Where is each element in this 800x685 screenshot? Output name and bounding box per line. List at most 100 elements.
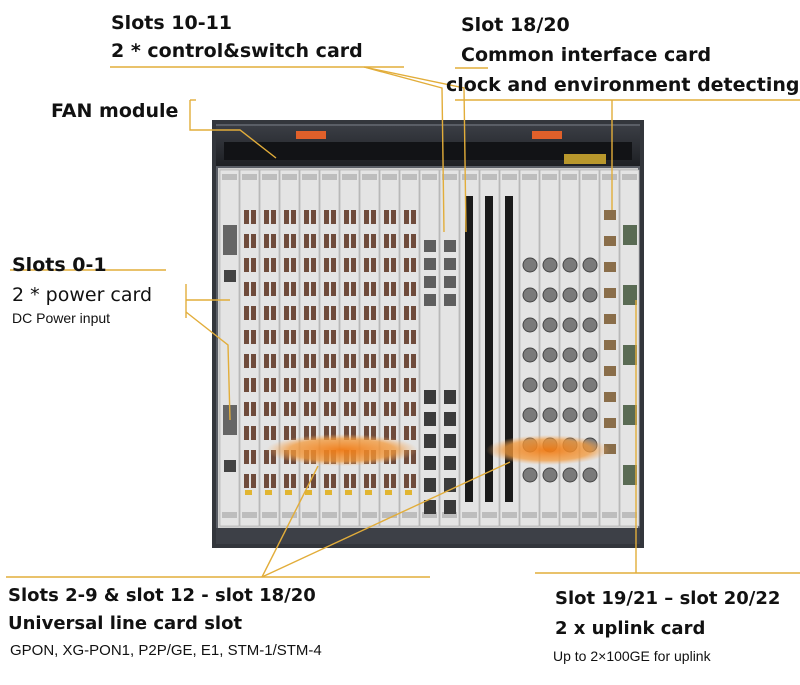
port (351, 330, 356, 344)
line-card-detail: GPON, XG-PON1, P2P/GE, E1, STM-1/STM-4 (10, 642, 322, 659)
power-connector (223, 225, 237, 255)
port (371, 282, 376, 296)
common-interface-detail: clock and environment detecting (446, 74, 800, 96)
optical-port (582, 287, 598, 303)
port (411, 402, 416, 416)
common-interface-title: Slot 18/20 (461, 14, 570, 36)
card-latch (362, 512, 377, 518)
port (304, 282, 309, 296)
port (391, 354, 396, 368)
status-led (285, 490, 292, 495)
port (371, 474, 376, 488)
port (364, 378, 369, 392)
port (391, 306, 396, 320)
port (391, 282, 396, 296)
port (351, 234, 356, 248)
optical-port (582, 377, 598, 393)
port (311, 210, 316, 224)
port (324, 474, 329, 488)
port (344, 210, 349, 224)
port (291, 234, 296, 248)
port (351, 210, 356, 224)
optical-port (542, 317, 558, 333)
optical-port (562, 467, 578, 483)
port (311, 474, 316, 488)
port (411, 234, 416, 248)
optical-port (542, 347, 558, 363)
optical-port (522, 257, 538, 273)
card-latch (542, 174, 557, 180)
port (251, 474, 256, 488)
port (284, 234, 289, 248)
port (384, 282, 389, 296)
port (371, 234, 376, 248)
optical-port (582, 347, 598, 363)
port (324, 330, 329, 344)
port (251, 354, 256, 368)
control-switch-title: Slots 10-11 (111, 12, 233, 34)
optical-port (562, 407, 578, 423)
optical-port (582, 257, 598, 273)
port (344, 354, 349, 368)
card-latch (482, 512, 497, 518)
port (371, 306, 376, 320)
card-latch (502, 174, 517, 180)
port (364, 402, 369, 416)
port (284, 282, 289, 296)
port (344, 282, 349, 296)
optical-port (522, 377, 538, 393)
port (364, 426, 369, 440)
port (404, 330, 409, 344)
card-latch (222, 512, 237, 518)
port (364, 282, 369, 296)
port (371, 330, 376, 344)
fan-module-title: FAN module (51, 100, 179, 122)
port (284, 426, 289, 440)
port (384, 426, 389, 440)
uplink-subtitle: 2 x uplink card (555, 618, 706, 639)
port (411, 450, 416, 464)
card-latch (302, 512, 317, 518)
mgmt-port (444, 258, 456, 270)
port (371, 258, 376, 272)
port (244, 426, 249, 440)
port (371, 210, 376, 224)
power-title: Slots 0-1 (12, 254, 107, 276)
port (291, 474, 296, 488)
card-latch (462, 174, 477, 180)
port (284, 354, 289, 368)
mgmt-port (424, 240, 436, 252)
line-card-title: Slots 2-9 & slot 12 - slot 18/20 (8, 585, 316, 606)
port (604, 366, 616, 376)
port (331, 426, 336, 440)
uplink-port (623, 285, 637, 305)
port (304, 354, 309, 368)
port (251, 282, 256, 296)
port (264, 402, 269, 416)
uplink-port (623, 225, 637, 245)
fiber-port-strip (505, 196, 513, 502)
port (364, 258, 369, 272)
port (404, 474, 409, 488)
card-slot (219, 169, 240, 527)
port (251, 426, 256, 440)
port (324, 378, 329, 392)
port (311, 378, 316, 392)
card-slot (359, 169, 380, 527)
card-latch (382, 512, 397, 518)
status-led (365, 490, 372, 495)
port (404, 378, 409, 392)
port (224, 270, 236, 282)
uplink-detail: Up to 2×100GE for uplink (553, 648, 711, 664)
port (384, 402, 389, 416)
uplink-title: Slot 19/21 – slot 20/22 (555, 588, 781, 609)
optical-port (522, 347, 538, 363)
port (604, 418, 616, 428)
card-latch (402, 512, 417, 518)
port (304, 474, 309, 488)
port (311, 282, 316, 296)
port (391, 258, 396, 272)
port (291, 282, 296, 296)
status-led (405, 490, 412, 495)
optical-port (562, 377, 578, 393)
